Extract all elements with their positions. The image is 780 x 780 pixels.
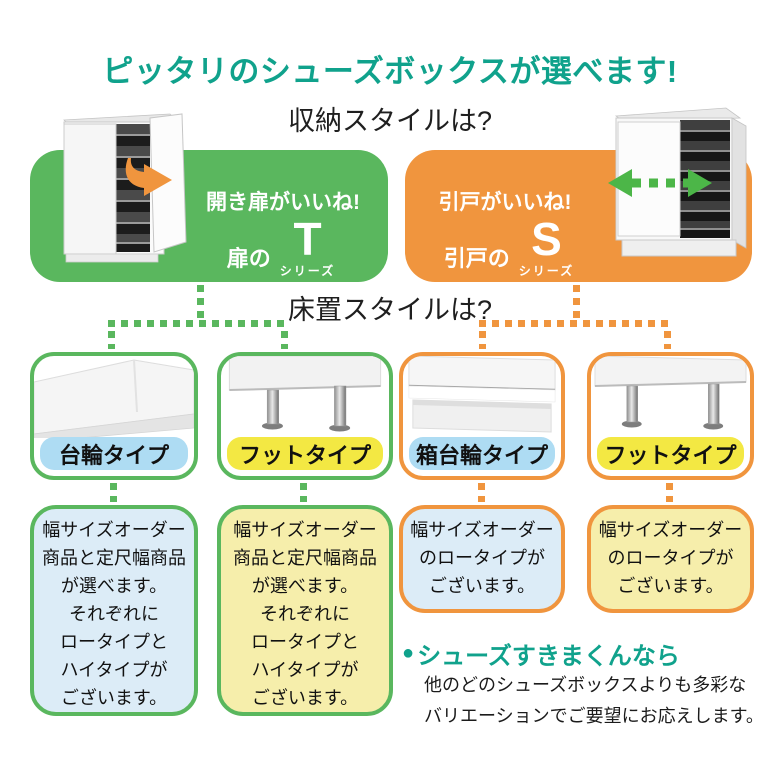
base-type-label-badge: 台輪タイプ <box>40 437 188 470</box>
sliding-door-arrow-icon <box>608 169 712 197</box>
box-plinth-base-photo <box>408 356 556 433</box>
plinth-base-photo <box>34 359 194 438</box>
description-text: 幅サイズオーダー 商品と定尺幅商品 が選べます。 それぞれに ロータイプと ハイ… <box>233 520 377 708</box>
footer-heading: シューズすきまくんなら <box>417 643 680 670</box>
t-series-prefix: 扉の <box>226 245 271 271</box>
connector-card2-desc <box>300 483 307 502</box>
connector-card3-desc <box>478 483 485 502</box>
base-type-label-badge: 箱台輪タイプ <box>409 437 555 470</box>
description-text: 幅サイズオーダー 商品と定尺幅商品 が選べます。 それぞれに ロータイプと ハイ… <box>42 520 186 708</box>
s-series-suffix: シリーズ <box>518 264 575 279</box>
connector-card1-desc <box>110 483 117 502</box>
t-series-name: 扉の T シリーズ <box>180 213 382 279</box>
s-series-name: 引戸の S シリーズ <box>419 213 599 279</box>
s-series-letter: S <box>531 213 562 265</box>
description-box-foot-sliding: 幅サイズオーダー のロータイプが ございます。 <box>587 505 754 613</box>
description-box-foot: 幅サイズオーダー 商品と定尺幅商品 が選べます。 それぞれに ロータイプと ハイ… <box>217 505 393 716</box>
footer-text: 他のどのシューズボックスよりも多彩な バリエーションでご要望にお応えします。 <box>424 675 764 726</box>
base-type-label-badge: フットタイプ <box>227 437 383 470</box>
t-series-suffix: シリーズ <box>279 264 336 279</box>
connector-orange-left <box>479 331 486 349</box>
s-series-callout: 引戸がいいね! <box>438 191 572 214</box>
connector-green-horizontal <box>108 320 288 327</box>
connector-green-left <box>108 331 115 349</box>
connector-card4-desc <box>666 483 673 502</box>
storage-style-question: 収納スタイルは? <box>287 106 493 136</box>
base-type-card-daiwa: 台輪タイプ <box>30 352 198 480</box>
description-box-daiwa: 幅サイズオーダー 商品と定尺幅商品 が選べます。 それぞれに ロータイプと ハイ… <box>30 505 198 716</box>
base-type-label-badge: フットタイプ <box>597 437 744 470</box>
description-box-hakodaiwa: 幅サイズオーダー のロータイプが ございます。 <box>399 505 565 613</box>
page-title: ピッタリのシューズボックスが選べます! <box>102 54 678 89</box>
base-type-card-hakodaiwa: 箱台輪タイプ <box>399 352 565 480</box>
t-series-letter: T <box>293 213 322 265</box>
floor-style-question: 床置スタイルは? <box>287 295 493 325</box>
base-type-card-foot-sliding: フットタイプ <box>587 352 754 480</box>
connector-orange-right <box>664 331 671 349</box>
connector-green-top <box>197 285 204 318</box>
connector-orange-top <box>573 285 580 318</box>
base-type-card-foot: フットタイプ <box>217 352 393 480</box>
foot-base-photo <box>594 356 747 430</box>
bullet-icon: ● <box>402 642 415 664</box>
open-door-arrow-icon <box>125 158 172 196</box>
footer-heading-row: ● シューズすきまくんなら <box>402 636 680 671</box>
s-series-prefix: 引戸の <box>443 245 510 271</box>
t-series-callout: 開き扉がいいね! <box>206 191 360 214</box>
connector-green-right <box>281 331 288 349</box>
connector-orange-horizontal <box>479 320 671 327</box>
description-text: 幅サイズオーダー のロータイプが ございます。 <box>410 520 554 596</box>
foot-base-photo <box>228 356 382 432</box>
description-text: 幅サイズオーダー のロータイプが ございます。 <box>598 520 743 596</box>
